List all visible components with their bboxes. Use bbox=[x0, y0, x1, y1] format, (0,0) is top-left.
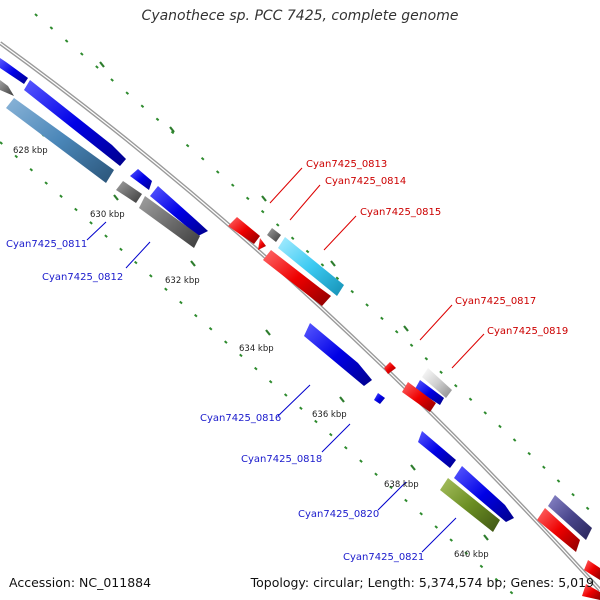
gene-arrow-reverse[interactable] bbox=[537, 508, 580, 552]
gene-features bbox=[0, 58, 600, 600]
gene-arrow-reverse[interactable] bbox=[440, 478, 500, 532]
gene-arrow-reverse[interactable] bbox=[139, 196, 200, 248]
major-tick bbox=[410, 464, 416, 471]
genome-backbone bbox=[0, 41, 600, 592]
gene-label[interactable]: Cyan7425_0821 bbox=[343, 552, 424, 563]
tick-labels: 628 kbp 630 kbp 632 kbp 634 kbp 636 kbp … bbox=[13, 146, 489, 560]
tick-label: 634 kbp bbox=[239, 344, 274, 354]
callout-line bbox=[125, 241, 151, 269]
gene-arrow-forward[interactable] bbox=[0, 58, 28, 84]
gene-arrow-forward[interactable] bbox=[130, 169, 152, 190]
gene-label[interactable]: Cyan7425_0818 bbox=[241, 454, 322, 465]
callout-line bbox=[86, 221, 107, 241]
gene-arrow-forward[interactable] bbox=[24, 80, 126, 166]
callout-line bbox=[451, 333, 485, 369]
gene-labels-right: Cyan7425_0813 Cyan7425_0814 Cyan7425_081… bbox=[306, 159, 568, 337]
gene-arrow-reverse[interactable] bbox=[228, 217, 260, 244]
gene-label[interactable]: Cyan7425_0811 bbox=[6, 239, 87, 250]
tick-label: 636 kbp bbox=[312, 410, 347, 420]
callout-line bbox=[269, 167, 303, 204]
gene-arrow-reverse[interactable] bbox=[384, 362, 396, 374]
gene-arrow-reverse[interactable] bbox=[258, 238, 266, 250]
tick-label: 638 kbp bbox=[384, 480, 419, 490]
tick-label: 632 kbp bbox=[165, 276, 200, 286]
gene-arrow-forward[interactable] bbox=[150, 186, 208, 236]
gene-label[interactable]: Cyan7425_0814 bbox=[325, 176, 406, 187]
callout-line bbox=[289, 184, 321, 221]
gene-label[interactable]: Cyan7425_0820 bbox=[298, 509, 379, 520]
gene-arrow-forward[interactable] bbox=[304, 323, 372, 386]
gene-label[interactable]: Cyan7425_0819 bbox=[487, 326, 568, 337]
gene-arrow-forward[interactable] bbox=[278, 237, 344, 296]
gene-arrow-reverse[interactable] bbox=[116, 181, 142, 203]
callout-line bbox=[321, 423, 351, 453]
gene-label[interactable]: Cyan7425_0817 bbox=[455, 296, 536, 307]
major-tick bbox=[403, 325, 409, 332]
major-tick bbox=[169, 126, 175, 133]
gene-arrow-forward[interactable] bbox=[422, 368, 452, 398]
gene-label[interactable]: Cyan7425_0812 bbox=[42, 272, 123, 283]
callout-line bbox=[323, 215, 357, 251]
tick-label: 640 kbp bbox=[454, 550, 489, 560]
gene-arrow-reverse[interactable] bbox=[582, 584, 600, 600]
major-tick bbox=[265, 329, 271, 336]
gene-arrow-forward[interactable] bbox=[454, 466, 514, 522]
major-tick bbox=[483, 534, 489, 541]
gene-arrow-reverse[interactable] bbox=[0, 80, 14, 96]
callout-line bbox=[377, 481, 407, 511]
gene-arrow-reverse[interactable] bbox=[374, 393, 385, 404]
tick-label: 630 kbp bbox=[90, 210, 125, 220]
major-tick bbox=[339, 396, 345, 403]
gene-labels-left: Cyan7425_0811 Cyan7425_0812 Cyan7425_081… bbox=[6, 239, 424, 563]
gene-arrow-reverse[interactable] bbox=[6, 98, 114, 183]
callout-line bbox=[419, 304, 453, 341]
callout-line bbox=[277, 384, 311, 417]
genome-summary-text: Topology: circular; Length: 5,374,574 bp… bbox=[250, 575, 594, 590]
gene-label[interactable]: Cyan7425_0815 bbox=[360, 207, 441, 218]
major-ticks bbox=[39, 61, 489, 541]
gene-arrow-reverse[interactable] bbox=[402, 382, 436, 412]
major-tick bbox=[99, 61, 105, 68]
gene-arrow-forward[interactable] bbox=[267, 228, 281, 242]
gene-arrow-forward[interactable] bbox=[415, 380, 444, 405]
gene-arrow-forward[interactable] bbox=[418, 431, 456, 468]
callout-lines bbox=[86, 167, 485, 553]
gene-arrow-forward[interactable] bbox=[548, 495, 592, 540]
map-title: Cyanothece sp. PCC 7425, complete genome bbox=[141, 8, 459, 24]
major-tick bbox=[261, 195, 267, 202]
callout-line bbox=[421, 517, 457, 553]
tick-label: 628 kbp bbox=[13, 146, 48, 156]
major-tick bbox=[190, 260, 196, 267]
major-tick bbox=[330, 260, 336, 267]
major-tick bbox=[113, 194, 119, 201]
gene-arrow-reverse[interactable] bbox=[584, 560, 600, 580]
gene-arrow-forward[interactable] bbox=[263, 250, 331, 306]
gene-label[interactable]: Cyan7425_0816 bbox=[200, 413, 281, 424]
accession-text: Accession: NC_011884 bbox=[9, 575, 152, 590]
gene-label[interactable]: Cyan7425_0813 bbox=[306, 159, 387, 170]
